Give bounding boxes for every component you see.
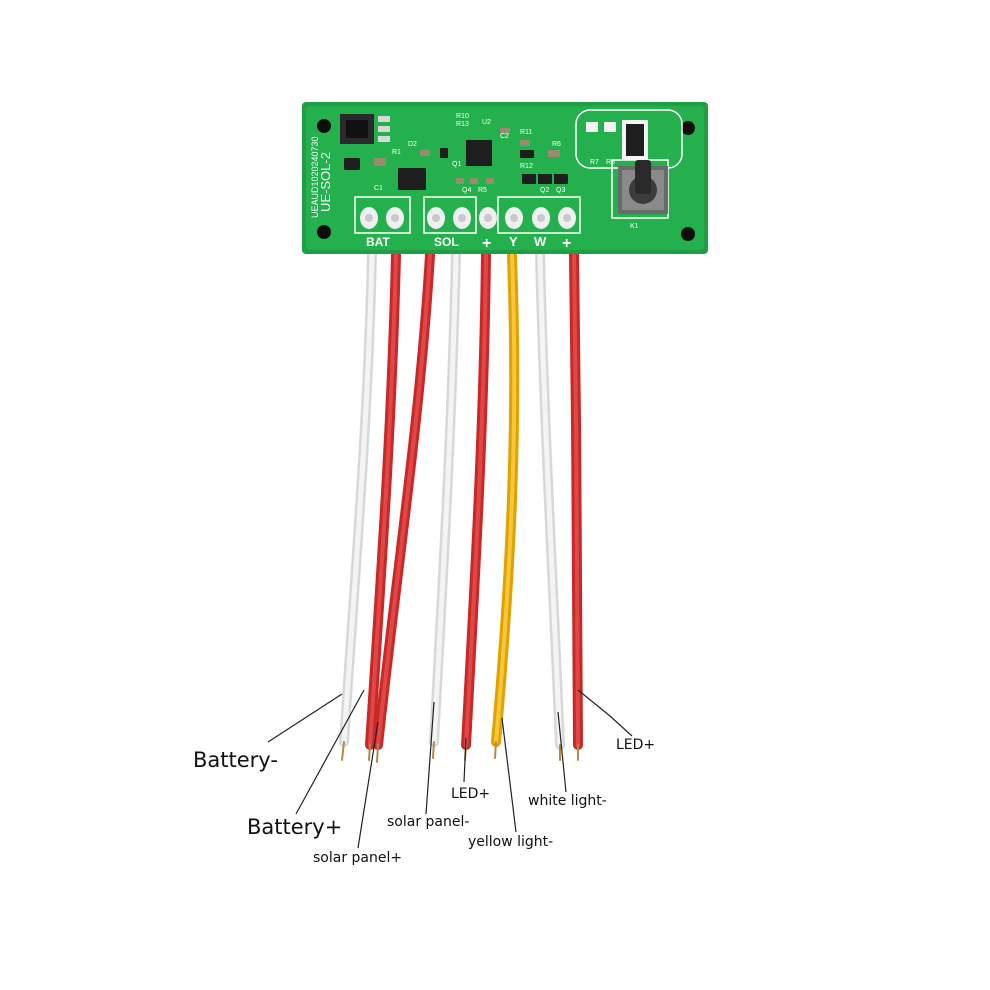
component-label: R12 <box>520 163 533 170</box>
label-battery-minus: Battery- <box>193 748 278 772</box>
terminal-label-plus-1: + <box>482 235 491 252</box>
leader-white-light-minus <box>557 711 567 793</box>
component-label: Q3 <box>556 187 565 194</box>
component-label: R11 <box>520 129 532 136</box>
push-button-switch-icon <box>618 160 668 214</box>
component-label: C1 <box>374 185 383 192</box>
leader-solar-panel-minus <box>425 701 435 815</box>
component-label: R1 <box>392 149 401 156</box>
board-model-label: UE-SOL-2 <box>318 152 333 212</box>
component-label: C2 <box>500 133 509 140</box>
component-label: Q1 <box>452 161 461 168</box>
leader-battery-plus <box>295 689 365 815</box>
component-label: R8 <box>606 159 615 166</box>
terminal-label-y: Y <box>509 234 518 249</box>
component-label: U2 <box>482 119 491 126</box>
component-label: R5 <box>478 187 487 194</box>
terminal-label-sol: SOL <box>434 235 459 249</box>
terminal-label-plus-2: + <box>562 235 571 252</box>
leader-solar-panel-plus <box>357 721 379 849</box>
label-solar-panel-minus: solar panel- <box>387 814 470 830</box>
label-white-light-minus: white light- <box>528 793 607 809</box>
terminal-label-bat: BAT <box>366 235 390 249</box>
components <box>340 114 648 190</box>
component-label: D2 <box>408 141 417 148</box>
component-label: Q4 <box>462 187 471 194</box>
callout-leader-lines <box>267 689 633 849</box>
component-label: R7 <box>590 159 599 166</box>
label-led-plus-left: LED+ <box>451 786 491 802</box>
label-solar-panel-plus: solar panel+ <box>313 850 403 866</box>
label-led-plus-right: LED+ <box>616 737 656 753</box>
wire-bundle <box>339 250 583 763</box>
component-label: K1 <box>630 223 639 230</box>
leader-led-plus-right <box>577 689 633 737</box>
component-label: Q2 <box>540 187 549 194</box>
leader-battery-minus <box>267 693 343 743</box>
mounting-hole-icon <box>317 119 695 241</box>
board-date-code: UEAUD1020240730 <box>310 136 320 218</box>
component-labels: R10 R13 U2 C2 R11 R12 R6 C1 R1 D2 Q1 R7 … <box>374 113 639 230</box>
terminal-label-w: W <box>534 234 547 249</box>
component-label: R6 <box>552 141 561 148</box>
component-label: R10 <box>456 113 469 120</box>
label-battery-plus: Battery+ <box>247 815 343 839</box>
component-label: R13 <box>456 121 469 128</box>
label-yellow-light-minus: yellow light- <box>468 834 554 850</box>
terminal-group-labels: BAT SOL + Y W + <box>366 234 571 252</box>
pcb-board: UE-SOL-2 UEAUD1020240730 BAT SOL + Y W +… <box>302 102 708 254</box>
leader-led-plus-left <box>463 737 467 783</box>
terminal-pads <box>360 207 576 229</box>
leader-yellow-light-minus <box>501 717 517 833</box>
